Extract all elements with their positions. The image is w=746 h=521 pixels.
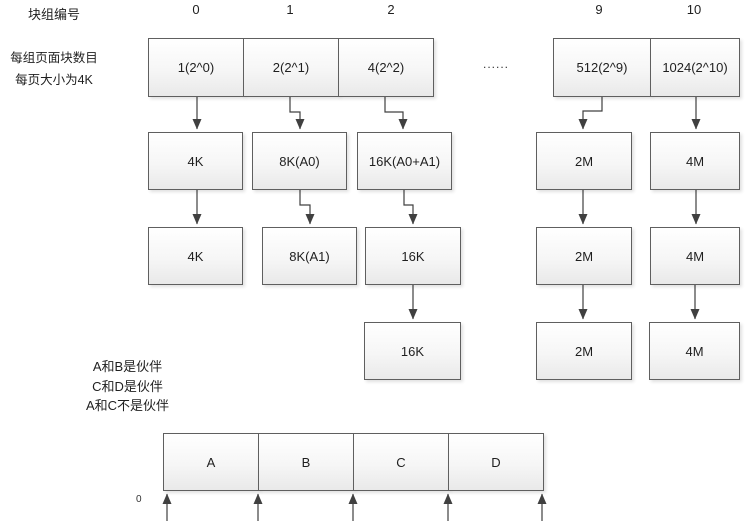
box-order1-count: 2(2^1) (243, 38, 339, 97)
memory-cell-c: C (353, 433, 449, 491)
page-block-note-line2: 每页大小为4K (15, 73, 93, 87)
connector-col2-r1r2 (384, 97, 408, 130)
box-4k-row2: 4K (148, 132, 243, 190)
origin-address-label: 0 (136, 494, 142, 505)
box-16k-a0a1: 16K(A0+A1) (357, 132, 452, 190)
box-order9-count: 512(2^9) (553, 38, 651, 97)
box-order0-count: 1(2^0) (148, 38, 244, 97)
page-block-note: 每组页面块数目 每页大小为4K (0, 47, 108, 91)
group-header-9: 9 (595, 2, 603, 17)
connector-col1-r1r2 (289, 97, 305, 130)
box-8k-a0: 8K(A0) (252, 132, 347, 190)
buddy-notes: A和B是伙伴 C和D是伙伴 A和C不是伙伴 (35, 357, 220, 416)
ellipsis-dots: ...... (483, 57, 510, 71)
box-4m-row4: 4M (649, 322, 740, 380)
connector-col2-r2r3 (403, 190, 418, 225)
buddy-note-line2: C和D是伙伴 (92, 378, 163, 394)
buddy-note-line3: A和C不是伙伴 (85, 398, 170, 413)
group-header-1: 1 (286, 2, 294, 17)
box-4m-row3: 4M (650, 227, 740, 285)
box-order10-count: 1024(2^10) (650, 38, 740, 97)
memory-cell-a: A (163, 433, 259, 491)
memory-cell-d: D (448, 433, 544, 491)
memory-cell-b: B (258, 433, 354, 491)
group-number-caption: 块组编号 (28, 7, 81, 22)
group-header-2: 2 (387, 2, 395, 17)
box-4m-row2: 4M (650, 132, 740, 190)
box-2m-row3: 2M (536, 227, 632, 285)
box-order2-count: 4(2^2) (338, 38, 434, 97)
box-16k-row4: 16K (364, 322, 461, 380)
box-16k-row3: 16K (365, 227, 461, 285)
connector-col9-r1r2 (578, 97, 603, 130)
box-2m-row4: 2M (536, 322, 632, 380)
box-4k-row3: 4K (148, 227, 243, 285)
box-8k-a1: 8K(A1) (262, 227, 357, 285)
group-header-0: 0 (192, 2, 200, 17)
connector-col1-r2r3 (299, 190, 315, 225)
buddy-note-line1: A和B是伙伴 (92, 359, 163, 374)
group-header-10: 10 (686, 2, 702, 17)
box-2m-row2: 2M (536, 132, 632, 190)
page-block-note-line1: 每组页面块数目 (10, 51, 98, 65)
